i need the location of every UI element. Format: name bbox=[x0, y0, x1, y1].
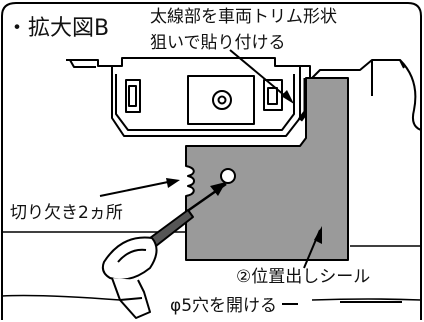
instruction-line-1: 太線部を車両トリム形状 bbox=[150, 7, 337, 27]
drill-icon bbox=[101, 182, 227, 319]
notch-label: 切り欠き2ヵ所 bbox=[10, 203, 123, 223]
positioning-seal bbox=[185, 77, 349, 261]
leader-lines bbox=[99, 49, 402, 305]
hole-label: φ5穴を開ける bbox=[168, 296, 280, 316]
speaker-grille-icon bbox=[212, 90, 232, 110]
hole-mark bbox=[220, 168, 236, 184]
instruction-line-2: 狙いで貼り付ける bbox=[150, 33, 286, 53]
panel-lines bbox=[1, 231, 422, 301]
view-title: ・拡大図B bbox=[6, 16, 110, 41]
trim-bracket bbox=[66, 57, 422, 151]
seal-label: ②位置出しシール bbox=[236, 267, 371, 287]
